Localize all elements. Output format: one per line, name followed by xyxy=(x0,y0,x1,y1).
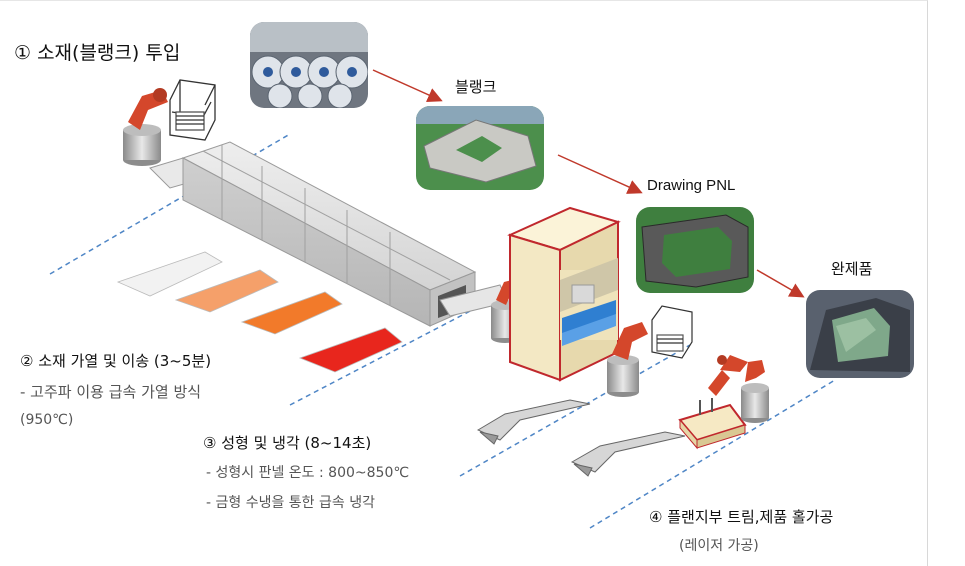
blank-warm xyxy=(174,269,279,313)
panel-rack-icon xyxy=(651,305,693,359)
diagram-frame xyxy=(0,0,928,566)
step3-title: ③ 성형 및 냉각 (8~14초) xyxy=(203,434,372,452)
laser-cell-icon xyxy=(678,355,769,450)
furnace-icon xyxy=(149,141,509,327)
formed-panel-icon xyxy=(476,399,686,477)
step1-title: ① 소재(블랭크) 투입 xyxy=(14,42,181,64)
step4-title: ④ 플랜지부 트림,제품 홀가공 xyxy=(649,508,834,526)
step2-title: ② 소재 가열 및 이송 (3~5분) xyxy=(20,352,212,370)
feed-robot-arm-icon xyxy=(123,88,168,166)
step3-detail-panel-temp: - 성형시 판넬 온도 : 800~850℃ xyxy=(206,465,410,481)
step2-detail-heating: - 고주파 이용 급속 가열 방식 xyxy=(20,383,202,401)
drawing-panel-label: Drawing PNL xyxy=(647,177,736,194)
heating-blank-sequence xyxy=(116,251,403,373)
blank-rack-icon xyxy=(169,79,216,141)
step2-detail-temperature: (950℃) xyxy=(20,412,74,428)
blank-photo xyxy=(416,106,544,190)
blank-hot xyxy=(240,291,343,335)
blank-cold xyxy=(116,251,223,297)
step4-detail-laser: (레이저 가공) xyxy=(679,538,759,554)
step3-detail-cooling: - 금형 수냉을 통한 급속 냉각 xyxy=(206,495,375,511)
flow-arrows xyxy=(372,69,805,298)
finished-product-label: 완제품 xyxy=(831,260,873,278)
drawing-panel-photo xyxy=(636,207,754,293)
blank-label: 블랭크 xyxy=(455,78,497,96)
press-icon xyxy=(507,206,621,382)
finished-product-photo xyxy=(806,290,914,378)
unload-robot-arm-icon xyxy=(607,322,648,397)
coil-photo xyxy=(250,22,368,108)
blank-red xyxy=(298,327,403,373)
